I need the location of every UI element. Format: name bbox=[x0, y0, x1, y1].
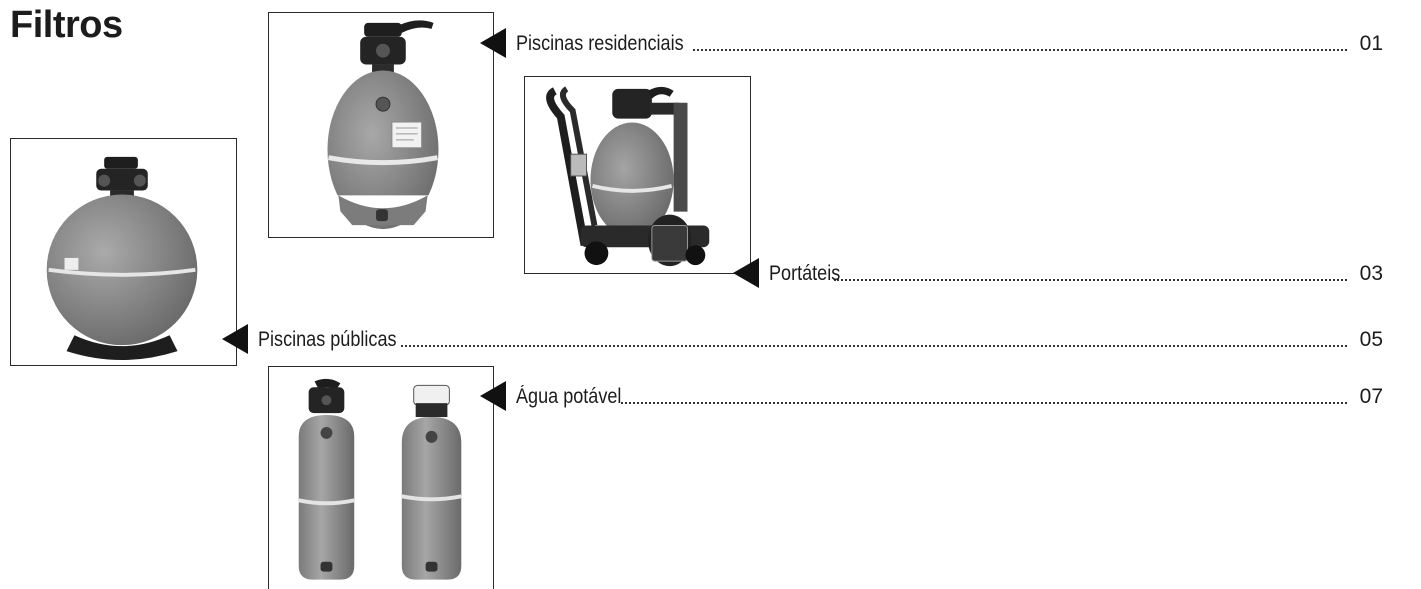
toc-entry-portable[interactable]: Portáteis 03 bbox=[733, 258, 1383, 288]
dot-leader bbox=[833, 279, 1347, 281]
toc-page-number: 05 bbox=[1359, 328, 1383, 351]
toc-entry-public-pools[interactable]: Piscinas públicas 05 bbox=[222, 324, 1383, 354]
dot-leader bbox=[692, 49, 1347, 51]
toc-label: Piscinas públicas bbox=[258, 328, 397, 351]
pointer-arrow-icon bbox=[480, 381, 506, 411]
residential-filter-photo bbox=[268, 12, 494, 238]
toc-entry-drinking-water[interactable]: Água potável 07 bbox=[480, 381, 1383, 411]
toc-page-number: 01 bbox=[1359, 32, 1383, 55]
pointer-arrow-icon bbox=[222, 324, 248, 354]
toc-label: Piscinas residenciais bbox=[516, 32, 684, 55]
public-pool-filter-photo bbox=[10, 138, 237, 366]
toc-label: Portáteis bbox=[769, 262, 841, 285]
portable-filter-photo bbox=[524, 76, 751, 274]
page-title: Filtros bbox=[10, 4, 123, 46]
drinking-water-filters-photo bbox=[268, 366, 494, 589]
toc-entry-residential[interactable]: Piscinas residenciais 01 bbox=[480, 28, 1383, 58]
toc-label: Água potável bbox=[516, 385, 622, 408]
pointer-arrow-icon bbox=[480, 28, 506, 58]
pointer-arrow-icon bbox=[733, 258, 759, 288]
toc-page-number: 07 bbox=[1359, 385, 1383, 408]
dot-leader bbox=[401, 345, 1347, 347]
toc-page-number: 03 bbox=[1359, 262, 1383, 285]
dot-leader bbox=[620, 402, 1347, 404]
